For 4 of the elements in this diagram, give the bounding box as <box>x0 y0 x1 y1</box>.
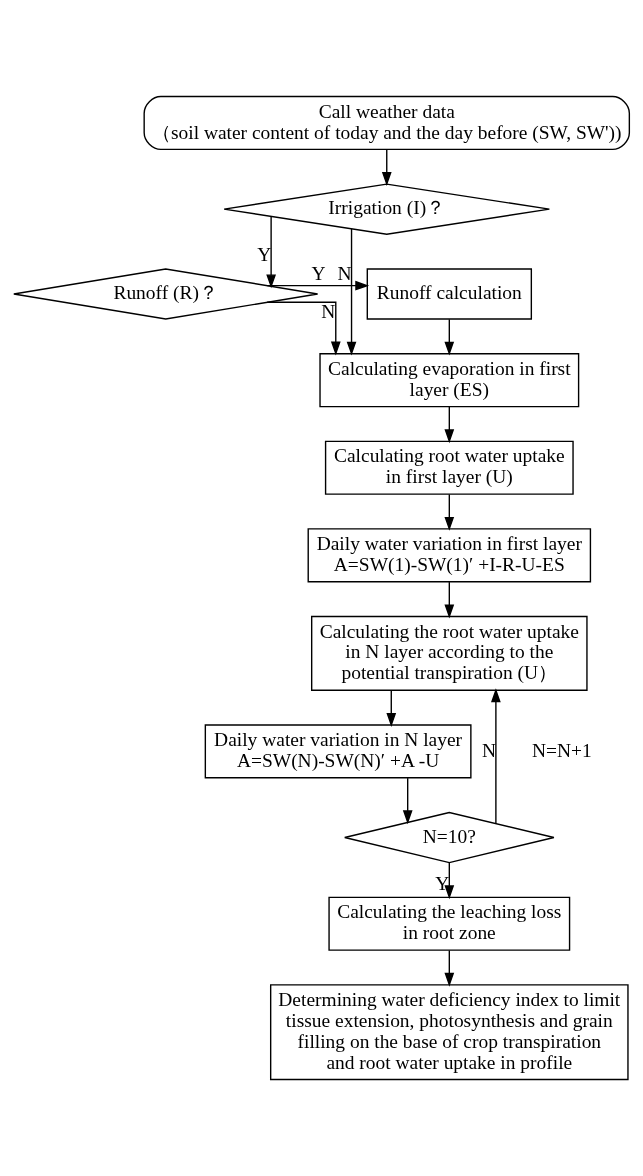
edge-label: N <box>321 300 336 322</box>
label: N=N+1 <box>532 739 592 761</box>
edge-label: Y <box>435 873 450 894</box>
edge-label: N <box>337 263 352 285</box>
